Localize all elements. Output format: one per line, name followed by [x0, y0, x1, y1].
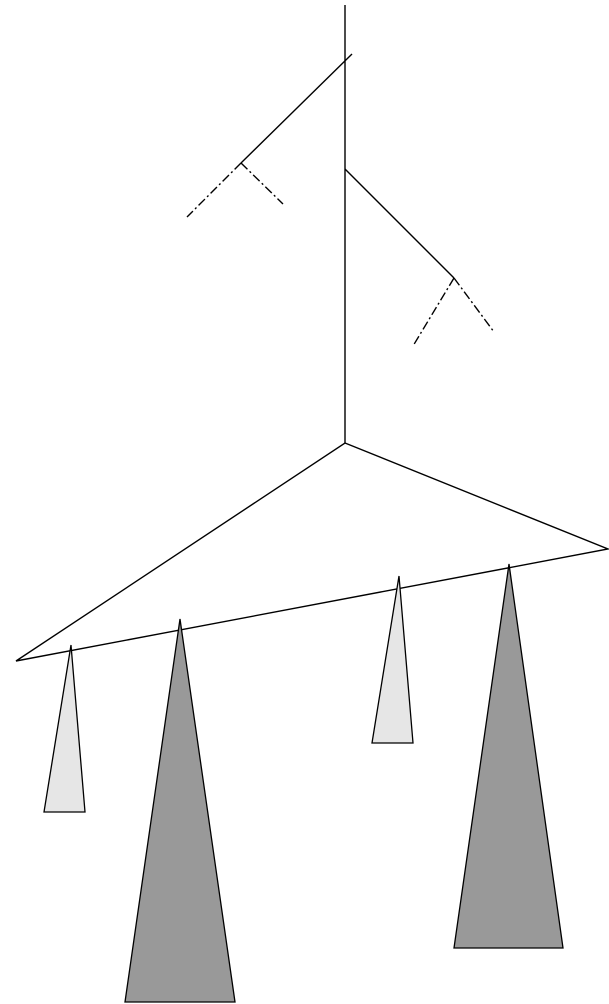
- upper-left-dashed-subbranch-right: [241, 163, 283, 204]
- middle-right-dashed-subbranch-left: [413, 278, 454, 346]
- upper-left-dashed-subbranch-left: [187, 163, 241, 217]
- middle-right-branch: [345, 169, 454, 278]
- subtree-triangle-1: [44, 645, 85, 812]
- middle-right-dashed-subbranch-right: [454, 278, 494, 332]
- subtree-triangle-4: [454, 564, 563, 948]
- upper-left-branch: [241, 54, 352, 163]
- root-frame-triangle: [16, 443, 608, 661]
- subtree-triangle-3: [372, 576, 413, 743]
- subtree-triangle-2: [125, 619, 235, 1002]
